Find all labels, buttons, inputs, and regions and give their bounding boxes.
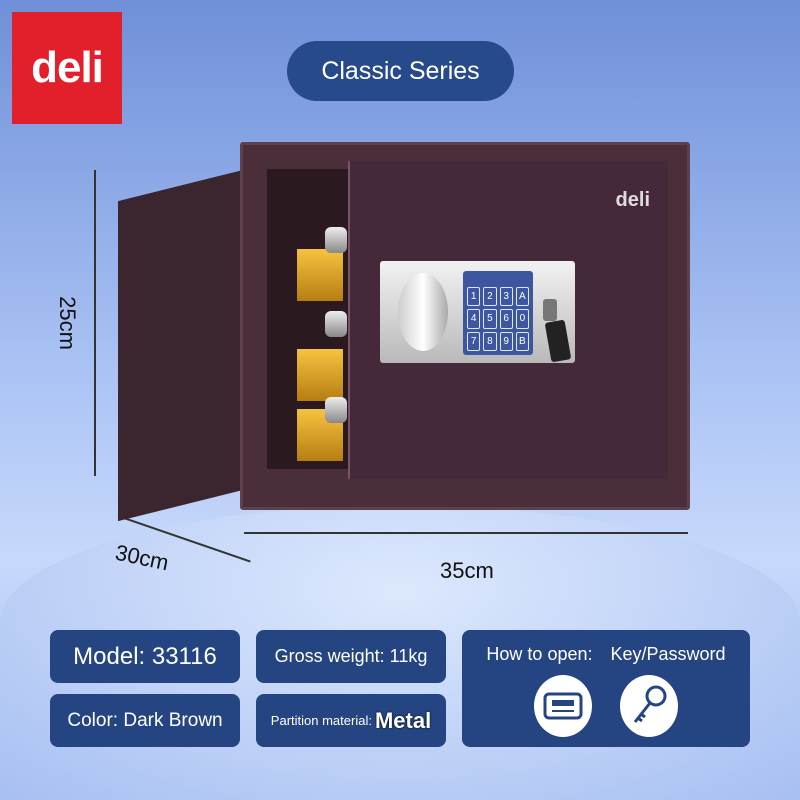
width-dimension-line	[244, 532, 688, 534]
keypad-key[interactable]: 9	[499, 331, 513, 351]
open-value: Key/Password	[610, 644, 726, 664]
open-label: How to open:	[486, 644, 593, 664]
keypad-key[interactable]: 2	[483, 287, 497, 307]
weight-card: Gross weight: 11kg	[256, 630, 446, 683]
lock-bolt	[325, 227, 347, 253]
keypad-key[interactable]: 8	[483, 331, 497, 351]
keypad-key[interactable]: A	[515, 287, 529, 307]
electronic-lock-panel: 1 2 3 A 4 5 6 0 7 8 9 B	[380, 261, 575, 363]
keypad-key[interactable]: 3	[499, 287, 513, 307]
lock-bolt	[325, 397, 347, 423]
keypad-key[interactable]: 5	[483, 309, 497, 329]
keypad-key[interactable]: 4	[467, 309, 481, 329]
model-card: Model: 33116	[50, 630, 240, 683]
partition-value: Metal	[374, 707, 432, 733]
partition-card: Partition material: Metal	[256, 694, 446, 747]
safe-product: deli 1 2 3 A 4 5 6 0 7 8 9 B	[118, 142, 690, 522]
keypad: 1 2 3 A 4 5 6 0 7 8 9 B	[463, 271, 533, 355]
keypad-key[interactable]: 7	[467, 331, 481, 351]
keypad-key[interactable]: 6	[499, 309, 513, 329]
keypad-key[interactable]: B	[515, 331, 529, 351]
height-dimension-line	[94, 170, 96, 476]
keyboard-icon	[534, 675, 592, 737]
partition-label: Partition material:	[270, 713, 372, 728]
keypad-key[interactable]: 0	[515, 309, 529, 329]
height-label: 25cm	[54, 296, 80, 350]
brand-logo: deli	[12, 12, 122, 124]
door-handle[interactable]	[398, 273, 448, 351]
safe-side	[118, 170, 243, 522]
safe-door: deli 1 2 3 A 4 5 6 0 7 8 9 B	[348, 161, 668, 479]
safe-front: deli 1 2 3 A 4 5 6 0 7 8 9 B	[240, 142, 690, 510]
keypad-key[interactable]: 1	[467, 287, 481, 307]
width-label: 35cm	[440, 558, 494, 583]
open-method-card: How to open: Key/Password	[462, 630, 750, 747]
keyhole	[543, 299, 557, 321]
gold-coins	[297, 349, 343, 401]
door-logo: deli	[615, 189, 650, 211]
color-card: Color: Dark Brown	[50, 694, 240, 747]
key-icon	[620, 675, 678, 737]
lock-bolt	[325, 311, 347, 337]
series-badge: Classic Series	[287, 41, 514, 101]
gold-bars	[297, 249, 343, 301]
